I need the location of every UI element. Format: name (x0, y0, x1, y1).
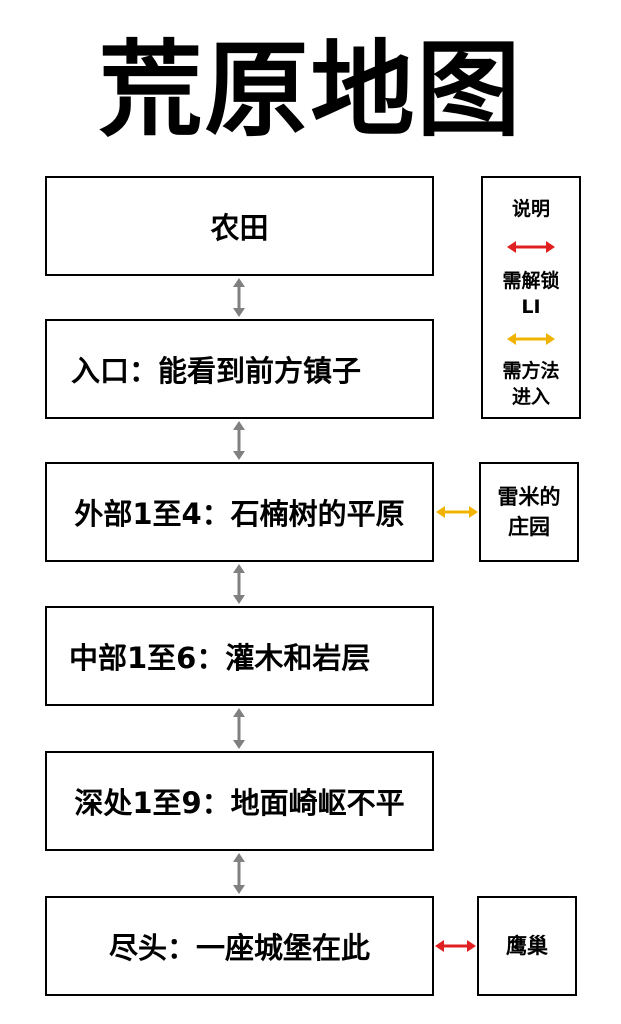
zone-label: 尽头：一座城堡在此 (108, 931, 370, 965)
zone-label: 外部1至4：石楠树的平原 (74, 497, 405, 531)
legend-red-label-line2: LI (521, 296, 541, 318)
zone-label: 农田 (210, 211, 269, 245)
zone-farmland: 农田 (45, 176, 434, 276)
legend-yellow-label-line1: 需方法 (502, 360, 560, 382)
zone-outer: 外部1至4：石楠树的平原 (45, 462, 434, 562)
double-arrow-icon (233, 421, 245, 460)
legend-box: 说明 需解锁 LI 需方法 进入 (481, 176, 581, 419)
side-location-eagle-nest: 鹰巢 (477, 896, 577, 996)
red-double-arrow-icon (435, 940, 476, 952)
side-location-line: 庄园 (508, 515, 550, 539)
zone-middle: 中部1至6：灌木和岩层 (45, 606, 434, 706)
zone-entrance: 入口：能看到前方镇子 (45, 319, 434, 419)
side-location-remy-manor: 雷米的 庄园 (479, 462, 579, 562)
legend-yellow-label-line2: 进入 (511, 386, 550, 408)
legend-red-arrow-icon (507, 241, 555, 253)
double-arrow-icon (233, 708, 245, 749)
double-arrow-icon (233, 278, 245, 317)
yellow-double-arrow-icon (436, 506, 478, 518)
zone-label: 中部1至6：灌木和岩层 (69, 641, 371, 675)
double-arrow-icon (233, 853, 245, 894)
legend-yellow-arrow-icon (507, 333, 555, 345)
zone-label: 入口：能看到前方镇子 (71, 354, 362, 388)
double-arrow-icon (233, 564, 245, 604)
side-location-line: 鹰巢 (506, 934, 548, 958)
zone-deep: 深处1至9：地面崎岖不平 (45, 751, 434, 851)
zone-end: 尽头：一座城堡在此 (45, 896, 434, 996)
side-location-line: 雷米的 (497, 485, 561, 509)
map-title: 荒原地图 (98, 29, 523, 151)
legend-title: 说明 (511, 198, 550, 220)
zone-label: 深处1至9：地面崎岖不平 (74, 786, 405, 820)
legend-red-label-line1: 需解锁 (502, 270, 560, 292)
